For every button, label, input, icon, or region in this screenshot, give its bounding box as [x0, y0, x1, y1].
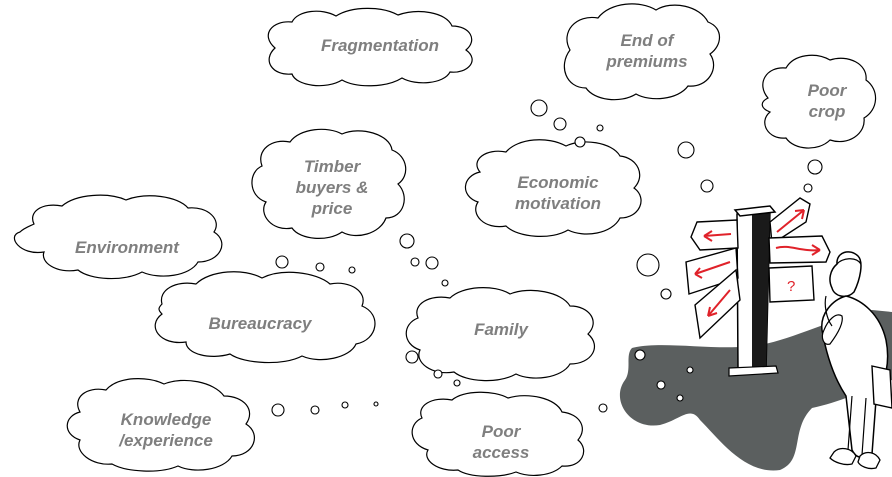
cloud-environment: [13, 194, 223, 280]
thought-label-knowledge-experience: Knowledge /experience: [96, 409, 236, 451]
thought-label-end-of-premiums: End of premiums: [592, 30, 702, 72]
thought-label-economic-motivation: Economic motivation: [488, 172, 628, 214]
sign-board-lower-left: [694, 268, 741, 340]
knowledge-line-2: /experience: [119, 431, 213, 450]
environment-text: Environment: [75, 238, 179, 257]
thought-label-environment: Environment: [52, 237, 202, 258]
thought-label-poor-access: Poor access: [456, 421, 546, 463]
cloud-end-of-premiums: [563, 3, 721, 101]
sign-board-middle-right: [768, 235, 831, 264]
cloud-poor-access: [411, 391, 585, 477]
poor-crop-line-1: Poor: [807, 81, 847, 100]
sign-question-mark: ?: [787, 278, 795, 295]
family-text: Family: [474, 320, 528, 339]
thought-bubbles: [271, 99, 823, 417]
fragmentation-text: Fragmentation: [320, 36, 440, 55]
cloud-fragmentation: [267, 7, 473, 87]
bureaucracy-text: Bureaucracy: [208, 314, 312, 333]
signpost: ?: [685, 197, 831, 377]
thought-label-timber-buyers-price: Timber buyers & price: [272, 156, 392, 219]
sign-board-upper-left: [690, 219, 739, 251]
cloud-timber-buyers: [251, 128, 407, 239]
thought-label-fragmentation: Fragmentation: [306, 35, 454, 56]
cloud-bureaucracy: [154, 271, 376, 364]
poor-access-line-2: access: [472, 443, 530, 462]
poor-access-line-1: Poor: [481, 422, 521, 441]
sign-board-lower-right: ?: [768, 265, 815, 303]
cloud-family: [405, 287, 595, 382]
timber-line-3: price: [311, 199, 353, 218]
sign-board-upper-right: [769, 197, 811, 246]
timber-line-1: Timber: [303, 157, 361, 176]
cloud-knowledge-experience: [66, 378, 255, 472]
end-of-premiums-line-1: End of: [620, 31, 674, 50]
knowledge-line-1: Knowledge: [120, 410, 212, 429]
timber-line-2: buyers &: [295, 178, 369, 197]
signpost-shadow: [619, 310, 892, 471]
economic-line-2: motivation: [515, 194, 601, 213]
poor-crop-line-2: crop: [808, 102, 846, 121]
thought-label-poor-crop: Poor crop: [792, 80, 862, 122]
thought-label-family: Family: [456, 319, 546, 340]
thinking-person: [821, 251, 892, 470]
thought-label-bureaucracy: Bureaucracy: [180, 313, 340, 334]
economic-line-1: Economic: [517, 173, 599, 192]
cloud-economic-motivation: [464, 139, 642, 237]
sign-board-middle-left: [685, 247, 739, 295]
cloud-poor-crop: [761, 54, 877, 149]
end-of-premiums-line-2: premiums: [606, 52, 688, 71]
